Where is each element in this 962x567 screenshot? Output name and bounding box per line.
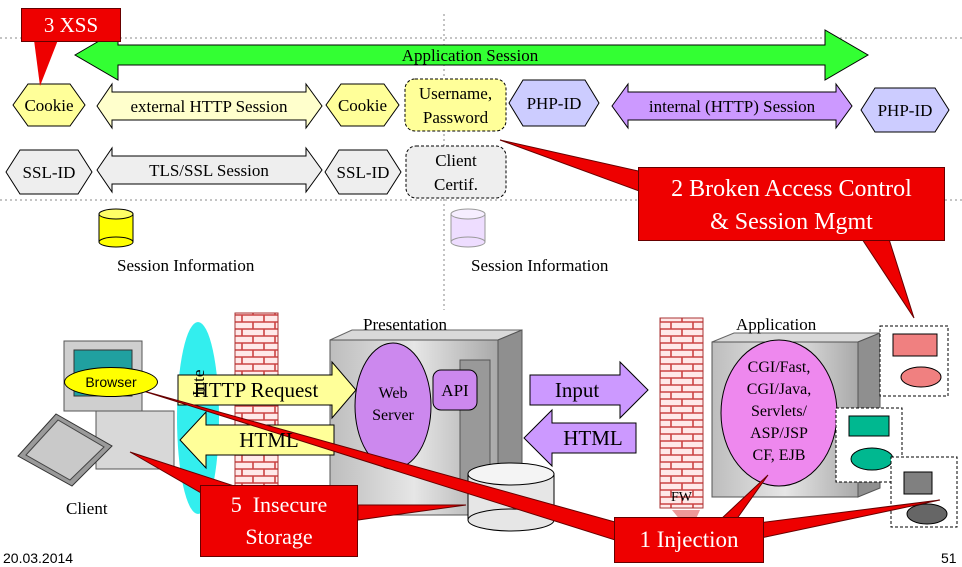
session-info-right-cylinder: [450, 208, 486, 248]
firewall-right: [659, 317, 704, 509]
input-label: Input: [554, 377, 600, 402]
cookie-left-shape: [12, 83, 86, 127]
username-password-box: [404, 78, 507, 132]
input-arrow: [529, 360, 649, 420]
app-tech-line-5: CF, EJB: [752, 447, 806, 464]
certif-label: Certif.: [434, 174, 478, 194]
internet-cloud: [177, 322, 219, 514]
api-label: API: [441, 380, 469, 400]
internal-http-session-label: internal (HTTP) Session: [648, 96, 816, 116]
ssl-id-left-label: SSL-ID: [22, 162, 76, 182]
external-http-session-label: external HTTP Session: [130, 96, 288, 116]
server-label: Server: [372, 407, 414, 424]
slide-date: 20.03.2014: [3, 550, 74, 566]
insecure-storage-line-2: Storage: [245, 524, 313, 549]
xss-pointer: [34, 40, 58, 86]
session-info-right-label: Session Information: [471, 256, 609, 275]
broken-access-line-1: 2 Broken Access Control: [671, 175, 912, 202]
injection-callout-label: 1 Injection: [639, 527, 739, 552]
tls-ssl-session-label: TLS/SSL Session: [149, 160, 269, 180]
slide-page-number: 51: [941, 550, 957, 566]
web-server-shape: [354, 342, 432, 470]
xss-callout: 3 XSS: [21, 8, 121, 42]
php-id-left-label: PHP-ID: [526, 93, 582, 113]
http-request-arrow: [177, 360, 357, 420]
external-http-arrow: [96, 82, 323, 130]
tls-ssl-arrow: [96, 146, 323, 194]
cookie-left-label: Cookie: [24, 95, 74, 115]
browser-label: Browser: [85, 374, 137, 390]
injection-callout: 1 Injection: [614, 517, 764, 563]
broken-access-callout: 2 Broken Access Control & Session Mgmt: [638, 167, 945, 241]
app-tech-line-2: CGI/Java,: [746, 381, 812, 398]
fw-label: FW: [671, 490, 692, 505]
firewall-left: [234, 312, 279, 504]
cookie-mid-label: Cookie: [337, 95, 388, 115]
php-id-right-label: PHP-ID: [877, 100, 933, 120]
php-id-right-shape: [860, 87, 950, 133]
internal-http-arrow: [611, 82, 853, 130]
ssl-id-mid-shape: [324, 149, 402, 195]
php-id-left-shape: [508, 79, 600, 127]
insecure-storage-line-1: 5 Insecure: [230, 492, 328, 517]
session-info-left-cylinder: [98, 208, 134, 248]
http-request-label: HTTP Request: [193, 377, 319, 402]
application-session-label: Application Session: [401, 45, 539, 65]
client-certif-box: [405, 145, 507, 199]
web-label: Web: [378, 385, 408, 402]
broken-access-pointer: [499, 139, 657, 196]
insecure-storage-pointer-2: [357, 504, 467, 521]
application-label: Application: [736, 315, 817, 334]
app-tech-line-3: Servlets/: [751, 403, 807, 420]
session-info-left-label: Session Information: [117, 256, 255, 275]
app-tech-line-4: ASP/JSP: [750, 425, 808, 442]
ssl-id-left-shape: [5, 149, 93, 195]
api-shape: [432, 369, 478, 411]
app-tech-line-1: CGI/Fast,: [747, 359, 811, 376]
html-right-arrow: [523, 408, 637, 468]
component-box-top: [879, 325, 949, 397]
ssl-id-mid-label: SSL-ID: [336, 162, 390, 182]
broken-access-pointer-2: [859, 235, 915, 319]
broken-access-line-2: & Session Mgmt: [710, 208, 873, 235]
html-left-arrow: [179, 410, 335, 470]
xss-callout-label: 3 XSS: [43, 12, 99, 37]
html-left-label: HTML: [239, 427, 299, 452]
html-right-label: HTML: [563, 425, 623, 450]
browser-shape: Browser: [64, 367, 158, 397]
insecure-storage-callout: 5 Insecure Storage: [200, 485, 358, 557]
cookie-mid-shape: [325, 83, 400, 127]
client-label: Client: [435, 150, 477, 170]
username-label: Username,: [418, 83, 493, 103]
client-label-bottom: Client: [66, 499, 108, 518]
component-box-bottom: [890, 456, 958, 528]
password-label: Password: [422, 107, 489, 127]
presentation-label: Presentation: [363, 315, 448, 334]
